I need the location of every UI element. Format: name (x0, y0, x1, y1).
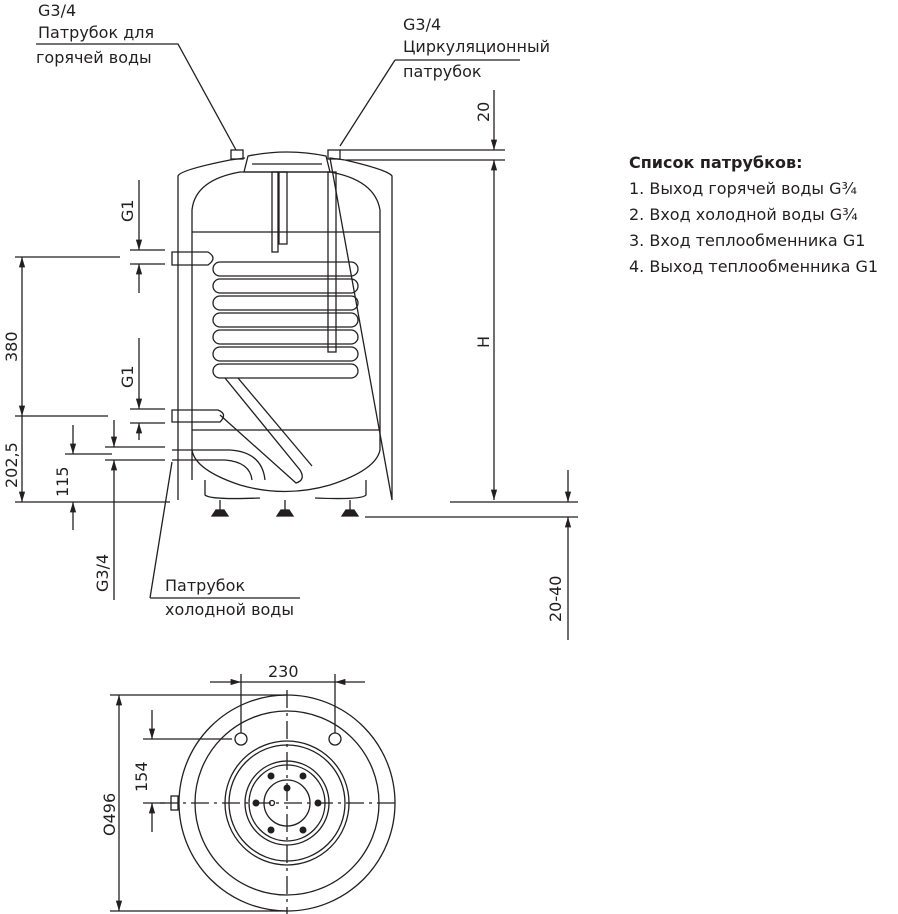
callout-leaders (36, 43, 520, 599)
heat-exchanger-coil (171, 251, 359, 484)
cold-water-pipe (172, 449, 266, 481)
tank-vessel (191, 171, 381, 493)
dim-top-offset: 20 (474, 101, 493, 122)
dim-coil-spacing: 380 (2, 331, 21, 362)
legend-item: 2. Вход холодной воды G¾ (629, 205, 858, 224)
dim-upper-coil-thread: G1 (118, 199, 137, 222)
dim-diameter: O496 (100, 792, 119, 836)
dim-port-spacing: 230 (268, 662, 299, 681)
dim-cold-thread: G3/4 (93, 553, 112, 592)
dim-feet: 20-40 (546, 575, 565, 623)
dim-lower-inlet: 202,5 (2, 442, 21, 488)
legend-item: 4. Выход теплообменника G1 (629, 257, 879, 276)
legend-title: Список патрубков: (629, 153, 803, 172)
hot-water-label-line2: горячей воды (36, 48, 152, 67)
top-flange (243, 151, 331, 173)
dim-port-offset: 154 (132, 761, 151, 792)
dim-lower-coil-thread: G1 (118, 365, 137, 388)
dimension-lines (15, 90, 578, 640)
circulation-thread-label: G3/4 (403, 15, 442, 34)
tank-top-view (110, 674, 400, 914)
tank-side-view (171, 149, 393, 517)
hot-water-thread-label: G3/4 (38, 1, 77, 20)
connections-legend: Список патрубков: 1. Выход горячей воды … (629, 150, 878, 280)
circulation-label-line1: Циркуляционный (403, 37, 550, 56)
dim-cold-inlet: 115 (53, 466, 72, 497)
dim-height: H (474, 335, 493, 348)
cold-water-label-line2: холодной воды (165, 600, 294, 619)
circulation-label-line2: патрубок (403, 62, 482, 81)
hot-water-label-line1: Патрубок для (38, 23, 155, 42)
legend-item: 1. Выход горячей воды G¾ (629, 179, 858, 198)
legend-item: 3. Вход теплообменника G1 (629, 231, 866, 250)
cold-water-label-line1: Патрубок (165, 576, 246, 595)
tank-feet (204, 480, 367, 517)
tank-casing (177, 157, 393, 501)
